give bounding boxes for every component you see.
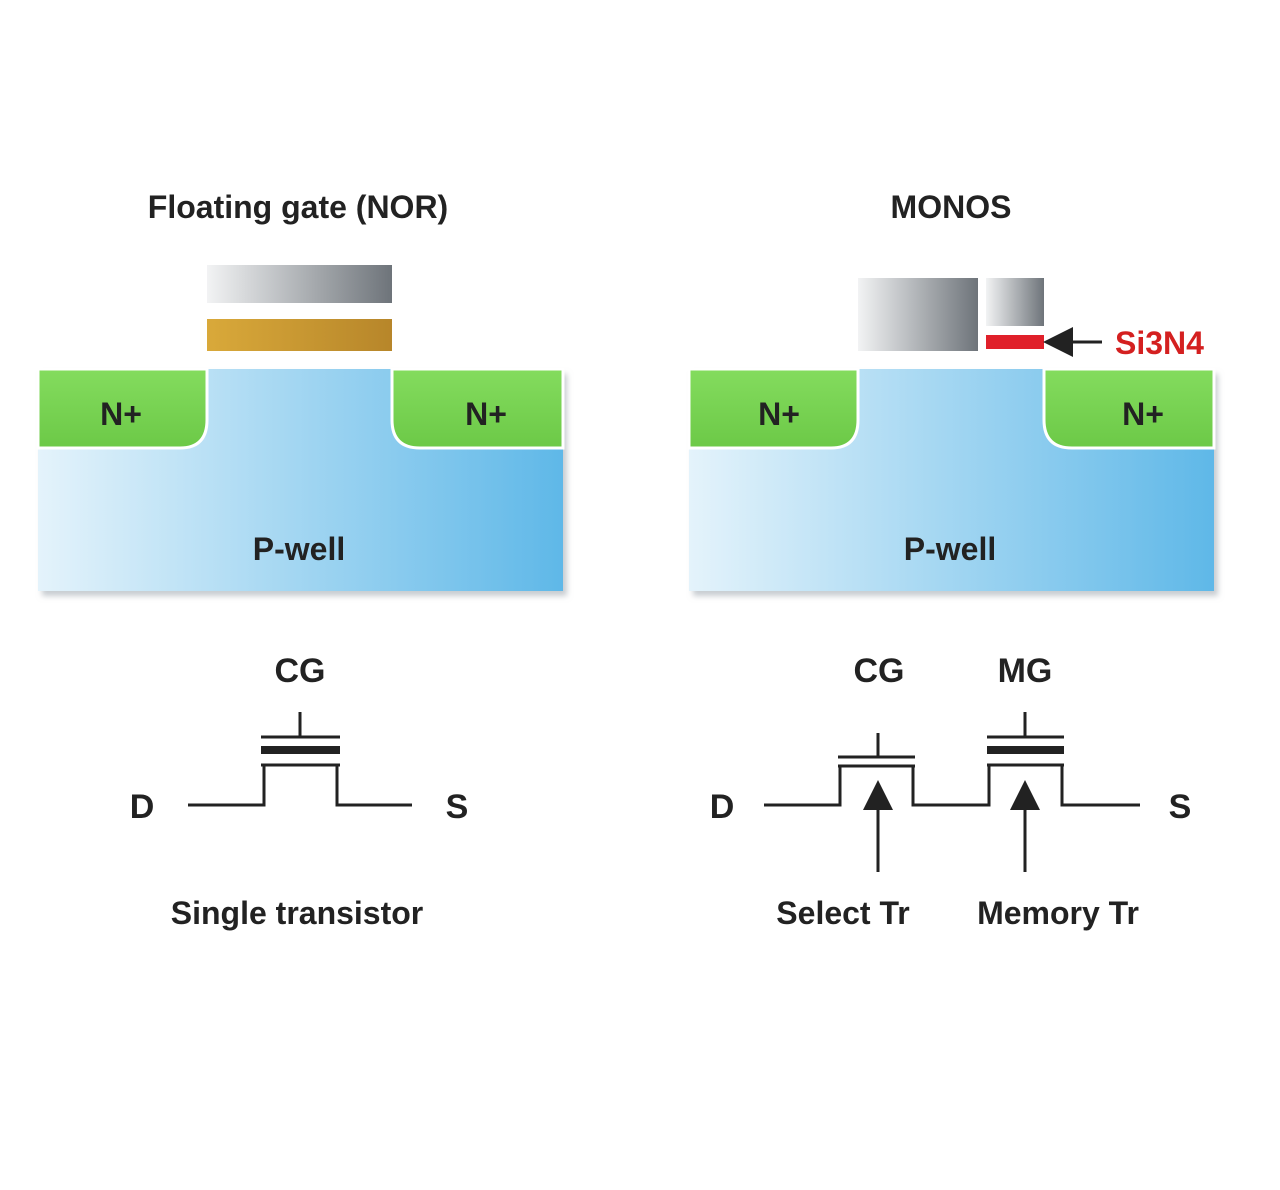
nitride-layer bbox=[986, 335, 1044, 349]
source-label-monos: S bbox=[1169, 788, 1192, 826]
mg-label: MG bbox=[998, 652, 1053, 690]
n-plus-source-region-monos bbox=[1042, 367, 1216, 450]
drain-label: D bbox=[130, 788, 155, 826]
series-channel-wire bbox=[764, 763, 1140, 807]
drain-label-monos: D bbox=[710, 788, 735, 826]
monos-title: MONOS bbox=[891, 189, 1012, 225]
single-transistor-symbol bbox=[188, 712, 412, 807]
source-label: S bbox=[446, 788, 469, 826]
floating-gate-layer bbox=[207, 319, 392, 351]
n-plus-right-label-monos: N+ bbox=[1122, 396, 1164, 432]
cg-label: CG bbox=[275, 652, 326, 690]
n-plus-left-label-monos: N+ bbox=[758, 396, 800, 432]
monos-panel: MONOS Si3N4 N+ N+ P-well CG MG bbox=[687, 189, 1216, 931]
control-gate-layer bbox=[207, 265, 392, 303]
n-plus-drain-region bbox=[36, 367, 209, 450]
n-plus-drain-region-monos bbox=[687, 367, 860, 450]
cg-label-monos: CG bbox=[854, 652, 905, 690]
memory-gate-block bbox=[986, 278, 1044, 326]
si3n4-label: Si3N4 bbox=[1115, 325, 1204, 361]
memory-tr-caption: Memory Tr bbox=[977, 895, 1139, 931]
select-gate-block bbox=[858, 278, 978, 351]
n-plus-left-label: N+ bbox=[100, 396, 142, 432]
p-well-label: P-well bbox=[253, 531, 345, 567]
n-plus-right-label: N+ bbox=[465, 396, 507, 432]
p-well-label-monos: P-well bbox=[904, 531, 996, 567]
single-transistor-caption: Single transistor bbox=[171, 895, 424, 931]
select-tr-caption: Select Tr bbox=[776, 895, 909, 931]
floating-gate-panel: Floating gate (NOR) N+ N+ P-well CG D S … bbox=[36, 189, 565, 931]
n-plus-source-region bbox=[390, 367, 565, 450]
floating-gate-title: Floating gate (NOR) bbox=[148, 189, 448, 225]
channel-wire bbox=[188, 763, 412, 807]
two-transistor-symbol bbox=[764, 712, 1140, 872]
